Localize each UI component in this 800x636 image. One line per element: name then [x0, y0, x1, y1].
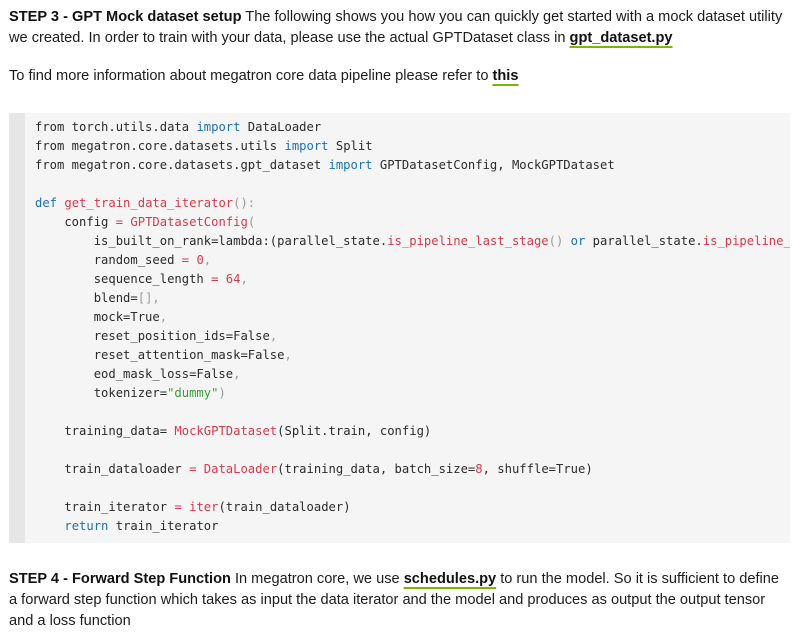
code-line-blank [35, 175, 790, 194]
step3-paragraph: STEP 3 - GPT Mock dataset setup The foll… [9, 7, 791, 49]
schedules-link[interactable]: schedules.py [403, 571, 497, 587]
code-line: return train_iterator [64, 519, 219, 533]
code-line: train_iterator = iter(train_dataloader) [35, 500, 351, 514]
code-line: mock=True, [35, 310, 168, 324]
code-line-blank [35, 403, 790, 422]
code-line: reset_attention_mask=False, [35, 348, 292, 362]
code-line: def get_train_data_iterator(): [35, 196, 256, 210]
code-line: is_built_on_rank=lambda:(parallel_state.… [35, 234, 790, 248]
code-line: from megatron.core.datasets.utils import… [35, 139, 373, 153]
step4-text: In megatron core, we use [230, 571, 404, 587]
step3-heading: STEP 3 - GPT Mock dataset setup [9, 9, 242, 25]
code-line: tokenizer="dummy") [35, 386, 226, 400]
code-block: from torch.utils.data import DataLoader f… [9, 113, 790, 543]
this-link[interactable]: this [492, 68, 519, 84]
code-line: random_seed = 0, [35, 253, 212, 267]
step3-text: The following shows you how you can quic… [9, 9, 783, 46]
code-content: from torch.utils.data import DataLoader f… [35, 118, 790, 536]
code-line: sequence_length = 64, [35, 272, 248, 286]
code-line-blank [35, 479, 790, 498]
step4-heading: STEP 4 - Forward Step Function [9, 571, 231, 587]
code-line: training_data= MockGPTDataset(Split.trai… [35, 424, 432, 438]
pipeline-ref-paragraph: To find more information about megatron … [9, 66, 791, 87]
step4-paragraph: STEP 4 - Forward Step Function In megatr… [9, 569, 791, 632]
code-line: blend=[], [35, 291, 160, 305]
code-line: config = GPTDatasetConfig( [35, 215, 256, 229]
code-line: eod_mask_loss=False, [35, 367, 241, 381]
step4-text-cont: to run the model. So it is sufficient to… [9, 571, 780, 629]
code-line: from torch.utils.data import DataLoader [35, 120, 322, 134]
code-line: train_dataloader = DataLoader(training_d… [35, 462, 593, 476]
gpt-dataset-link[interactable]: gpt_dataset.py [569, 30, 673, 46]
pipeline-ref-text: To find more information about megatron … [9, 68, 493, 84]
code-line: reset_position_ids=False, [35, 329, 278, 343]
code-line-blank [35, 441, 790, 460]
code-line: from megatron.core.datasets.gpt_dataset … [35, 158, 615, 172]
